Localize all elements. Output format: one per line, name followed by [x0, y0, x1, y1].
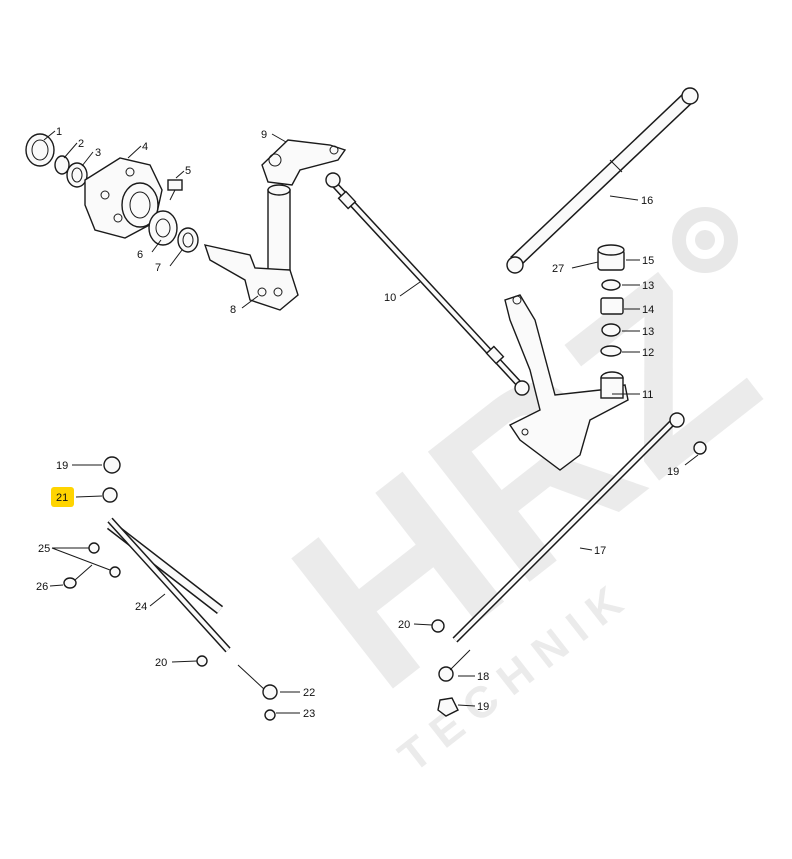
callout-2: 2: [78, 138, 84, 150]
callout-19c: 19: [477, 701, 489, 713]
callout-7: 7: [155, 262, 161, 274]
callout-8: 8: [230, 304, 236, 316]
callout-26: 26: [36, 581, 48, 593]
callout-18: 18: [477, 671, 489, 683]
callout-16: 16: [641, 195, 653, 207]
callout-5: 5: [185, 165, 191, 177]
callout-27: 27: [552, 263, 564, 275]
callout-4: 4: [142, 141, 148, 153]
bushing-stack: [597, 244, 625, 357]
callout-9: 9: [261, 129, 267, 141]
callout-12: 12: [642, 347, 654, 359]
callout-6: 6: [137, 249, 143, 261]
callout-25: 25: [38, 543, 50, 555]
callout-17: 17: [594, 545, 606, 557]
callout-15: 15: [642, 255, 654, 267]
callout-13b: 13: [642, 326, 654, 338]
callout-24: 24: [135, 601, 147, 613]
callout-11: 11: [642, 389, 653, 401]
tie-rod-24: [63, 456, 278, 721]
callout-1: 1: [56, 126, 62, 138]
callout-22: 22: [303, 687, 315, 699]
callout-23: 23: [303, 708, 315, 720]
callout-19a: 19: [56, 460, 68, 472]
callout-20a: 20: [155, 657, 167, 669]
callout-20b: 20: [398, 619, 410, 631]
callout-10: 10: [384, 292, 396, 304]
callout-19b: 19: [667, 466, 679, 478]
steering-knuckle: [203, 139, 347, 311]
callouts: 1 2 3 4 5 6 7 8 9 10 11 12 13 13 14 15 1…: [36, 126, 679, 720]
gear-icon: [672, 207, 738, 273]
track-rod-17: [431, 412, 707, 717]
callout-21: 21: [56, 492, 68, 504]
highlight-21: [51, 487, 74, 507]
pitman-arm-11: [504, 294, 629, 471]
leader-lines: [43, 130, 699, 714]
hub-assembly: [25, 133, 199, 253]
callout-13a: 13: [642, 280, 654, 292]
callout-3: 3: [95, 147, 101, 159]
callout-14: 14: [642, 304, 654, 316]
drag-link-16: [506, 87, 699, 274]
tie-rod-10: [325, 172, 530, 396]
